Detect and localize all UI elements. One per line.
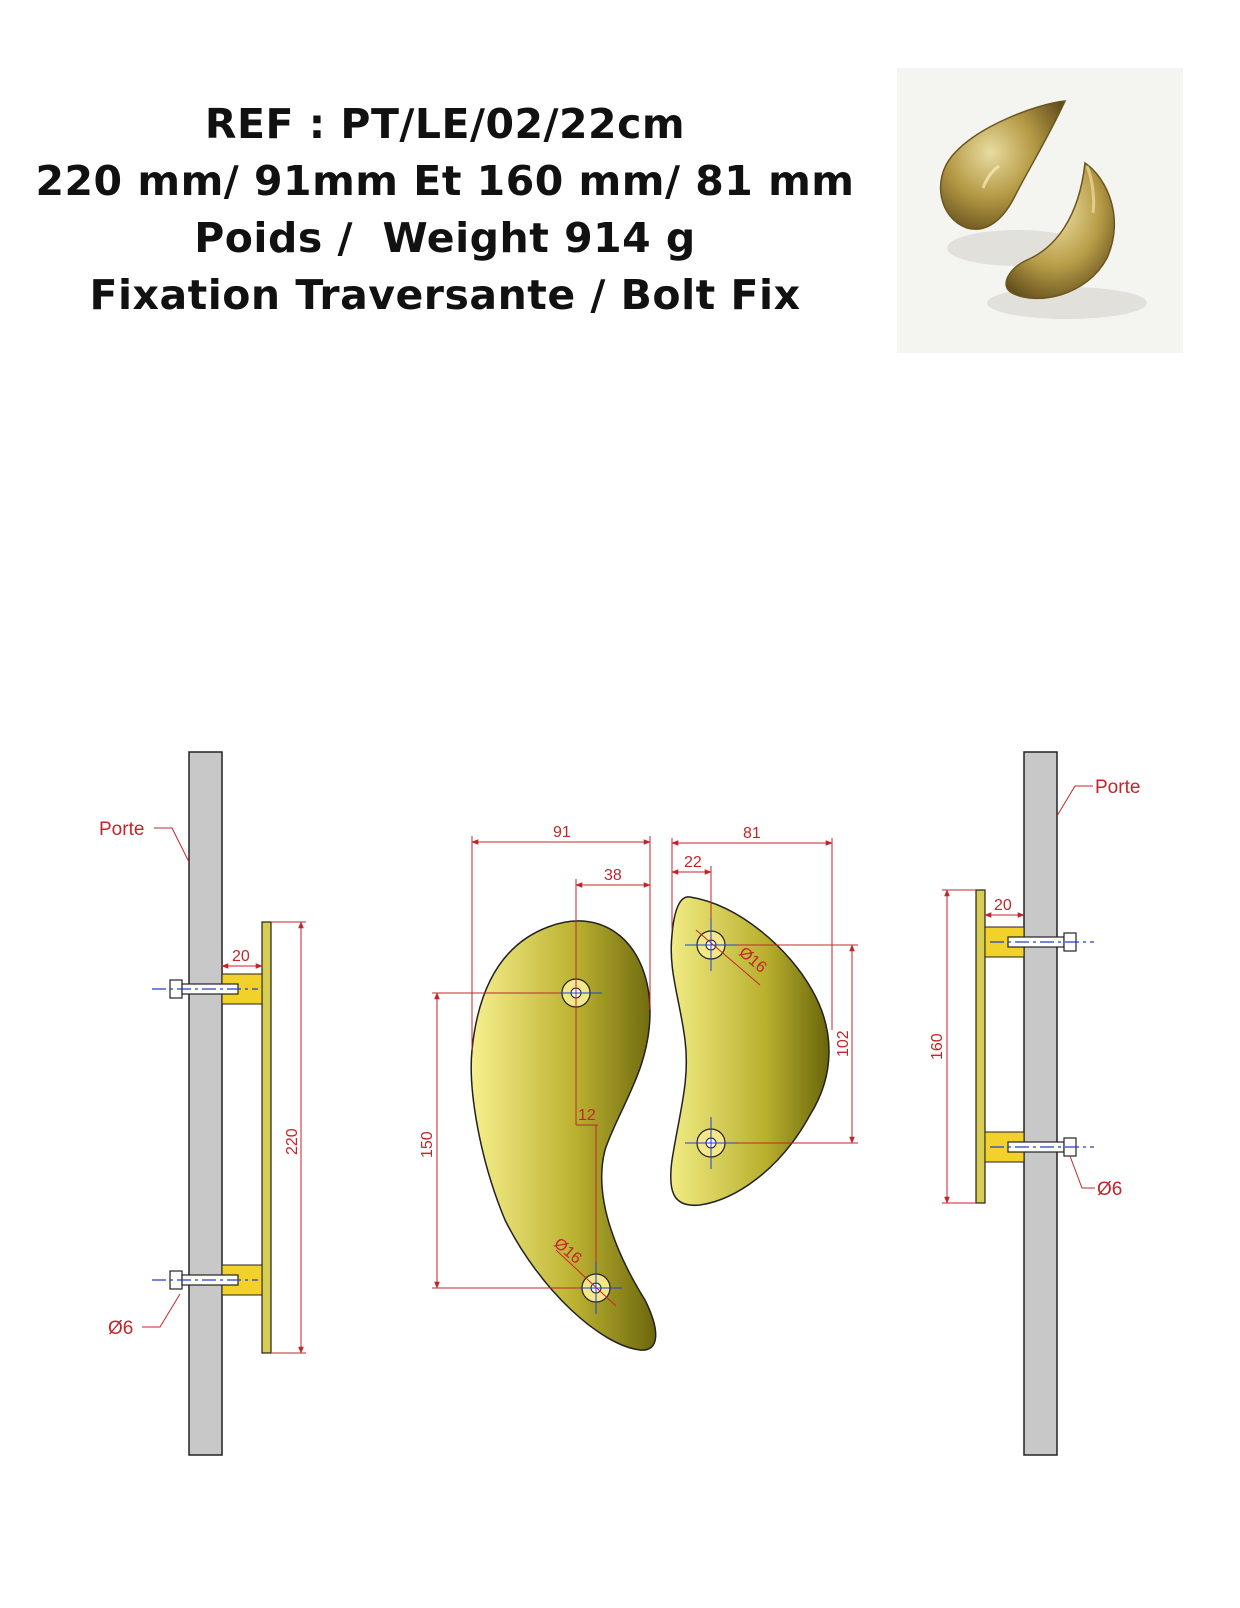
standoff-dim-left: 20	[232, 948, 250, 965]
left-side-view: 20 220 Porte Ø6	[99, 751, 306, 1456]
door-panel-right	[1023, 751, 1058, 1456]
product-photo	[897, 68, 1183, 353]
height-dim-right: 160	[929, 1033, 946, 1060]
door-label-right: Porte	[1095, 777, 1140, 798]
bolt-top-right	[990, 932, 1094, 952]
handle-bar-left	[261, 921, 272, 1354]
door-label-left: Porte	[99, 819, 144, 840]
product-header: REF : PT/LE/02/22cm 220 mm/ 91mm Et 160 …	[30, 96, 860, 324]
width-dim-large: 91	[553, 824, 571, 841]
bolt-bottom-right	[990, 1137, 1094, 1157]
hole-bottom-small	[685, 1117, 737, 1169]
height-dim-left: 220	[284, 1128, 301, 1155]
dimensions-line: 220 mm/ 91mm Et 160 mm/ 81 mm	[35, 157, 855, 205]
door-panel-left	[188, 751, 223, 1456]
weight-line: Poids / Weight 914 g	[194, 214, 696, 262]
large-leaf-handle	[470, 920, 657, 1351]
standoff-dim-right: 20	[994, 897, 1012, 914]
handle-bar-right	[975, 889, 986, 1204]
right-side-view: 20 160 Porte Ø6	[929, 751, 1140, 1456]
front-view-small: 81 22 102 Ø16	[669, 825, 858, 1206]
bolt-bottom-left	[152, 1270, 258, 1290]
hole-offset-dim-large: 38	[604, 867, 622, 884]
height-dim-large: 150	[419, 1131, 436, 1158]
bolt-label-left: Ø6	[108, 1318, 133, 1339]
brass-leaf-handles-photo	[939, 100, 1147, 319]
hole-offset-dim-small: 22	[684, 854, 702, 871]
front-view-large: 91 38 12 150 Ø16	[419, 824, 657, 1351]
reference-line: REF : PT/LE/02/22cm	[204, 100, 686, 148]
height-dim-small: 102	[835, 1030, 852, 1057]
bolt-label-right: Ø6	[1097, 1179, 1122, 1200]
bolt-top-left	[152, 979, 258, 999]
small-leaf-handle	[669, 896, 830, 1206]
offset-dim-large: 12	[578, 1107, 596, 1124]
fixation-line: Fixation Traversante / Bolt Fix	[89, 271, 801, 319]
width-dim-small: 81	[743, 825, 761, 842]
hole-top-small	[685, 919, 737, 971]
